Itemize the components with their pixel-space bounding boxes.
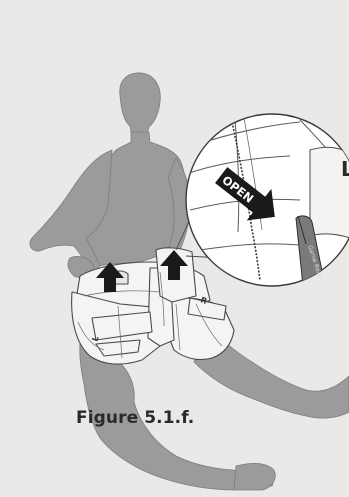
- head: [120, 73, 161, 137]
- zoom-panel-letter: L: [341, 157, 349, 181]
- figure-caption: Figure 5.1.f.: [76, 408, 194, 428]
- foot-left: [234, 463, 275, 490]
